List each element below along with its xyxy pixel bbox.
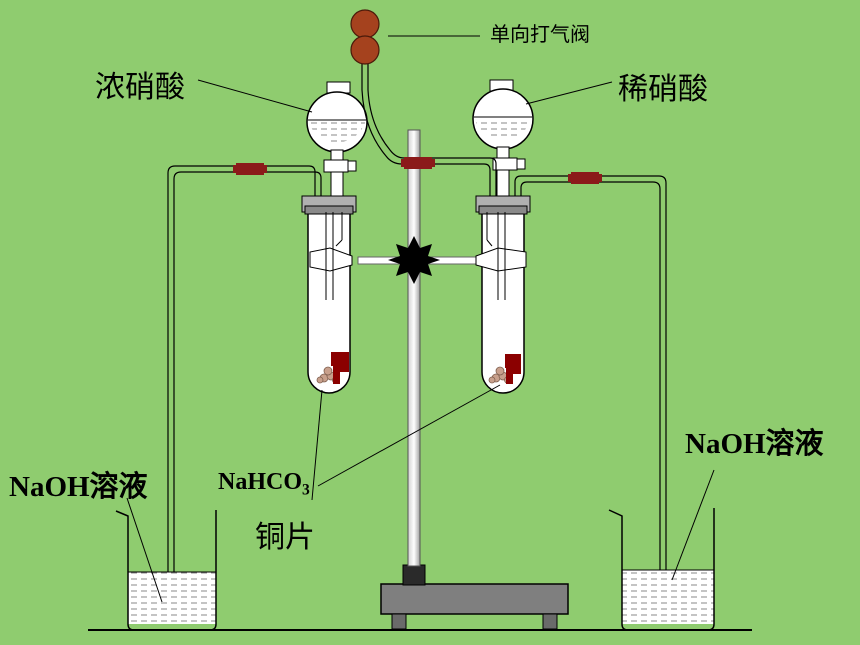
one-way-valve — [350, 9, 380, 65]
air-inlet-tube — [361, 60, 497, 196]
copper-label: 铜片 — [255, 520, 315, 555]
conc-nitric-acid-label: 浓硝酸 — [95, 70, 185, 105]
right-reaction-tube — [475, 195, 531, 394]
dilute-nitric-acid-label: 稀硝酸 — [618, 72, 708, 107]
clamp-boss — [388, 236, 440, 284]
nahco3-subscript: 3 — [302, 481, 310, 499]
stand-rod — [407, 129, 421, 567]
naoh-left-label: NaOH溶液 — [9, 471, 148, 503]
right-outlet-tube — [514, 175, 667, 610]
left-reaction-tube — [301, 195, 357, 394]
left-separatory-funnel — [306, 81, 368, 197]
right-separatory-funnel — [472, 79, 534, 197]
left-rubber-joint — [236, 163, 264, 175]
left-beaker — [115, 510, 217, 631]
leader-lines — [126, 35, 715, 603]
left-copper-piece — [331, 352, 349, 384]
stand-base — [380, 564, 569, 630]
nahco3-label: NaHCO3 — [218, 469, 310, 499]
right-rubber-joint — [571, 172, 599, 184]
right-copper-piece — [505, 354, 521, 384]
right-beaker — [608, 508, 715, 631]
valve-label: 单向打气阀 — [490, 22, 590, 46]
air-rubber-joint — [404, 157, 432, 169]
naoh-right-label: NaOH溶液 — [685, 428, 824, 460]
